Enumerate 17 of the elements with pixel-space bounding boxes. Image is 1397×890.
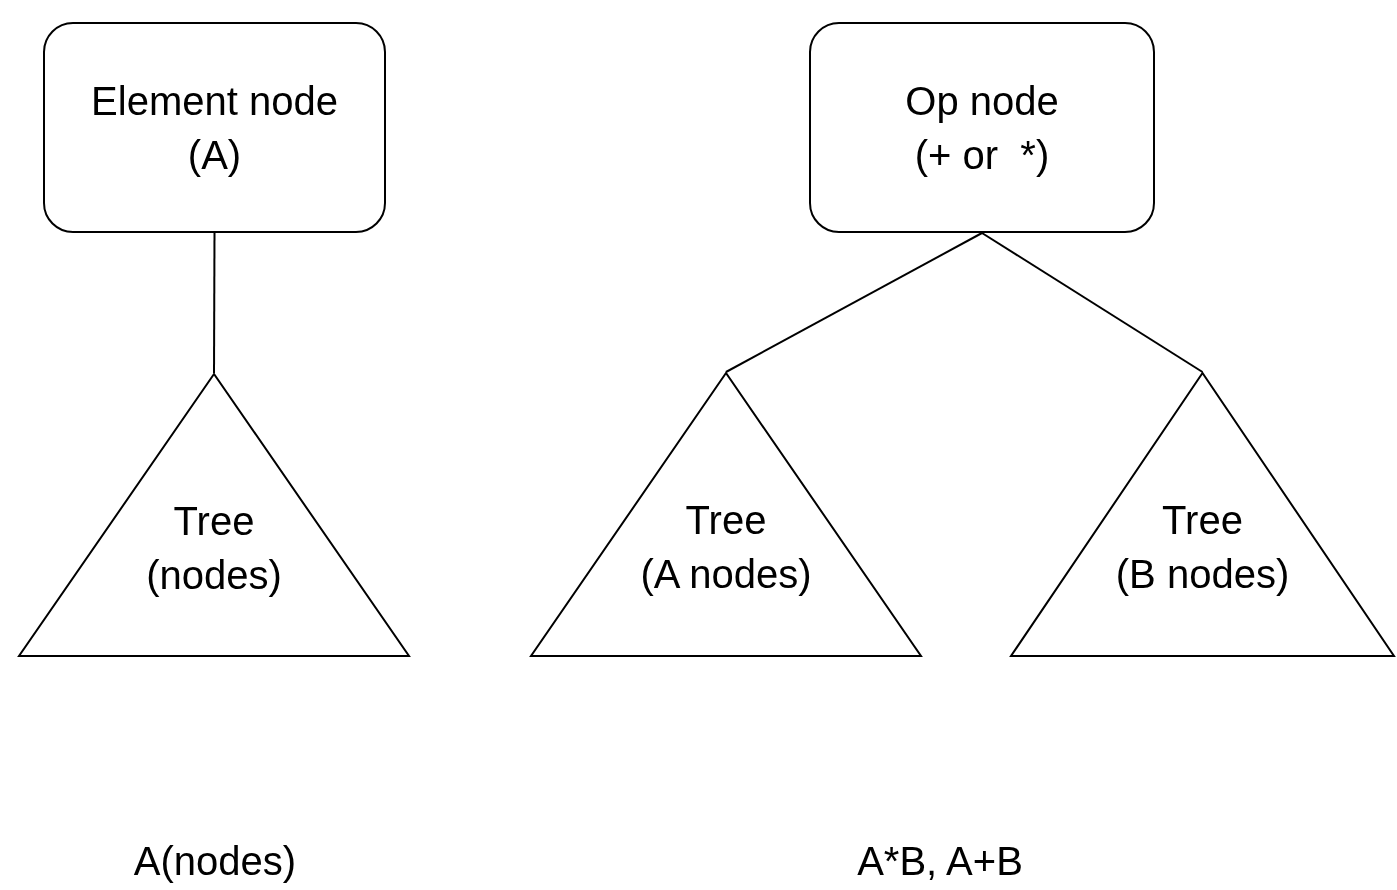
node-title: Op node — [905, 77, 1059, 124]
node-subtitle: (A nodes) — [640, 551, 812, 597]
node-subtitle: (A) — [187, 131, 242, 178]
connector-line — [981, 232, 1204, 373]
connector-line — [213, 232, 216, 374]
node-title: Tree — [1162, 497, 1243, 543]
formula-label: A*B, A+B — [857, 838, 1023, 884]
node-subtitle: (+ or *) — [914, 131, 1050, 178]
node-subtitle: (B nodes) — [1115, 551, 1290, 597]
rounded-node-box — [809, 22, 1155, 233]
formula-label: A(nodes) — [133, 838, 297, 884]
node-title: Tree — [685, 497, 767, 543]
node-subtitle: (nodes) — [146, 552, 282, 598]
rounded-node-box — [43, 22, 386, 233]
connector-line — [725, 232, 983, 373]
node-title: Tree — [173, 498, 255, 544]
node-title: Element node — [91, 77, 338, 124]
